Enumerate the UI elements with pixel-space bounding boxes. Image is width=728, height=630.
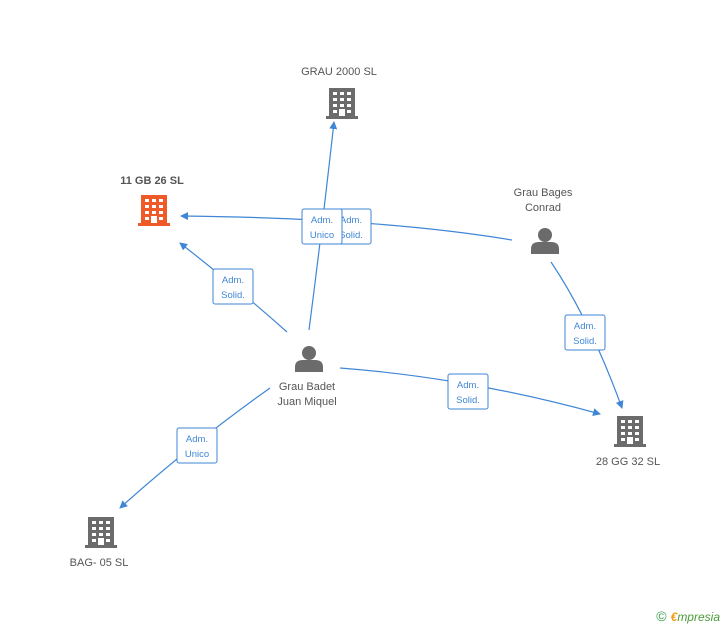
edge-label-badet-grau2000[interactable]: Adm. Unico: [301, 208, 343, 245]
empresia-watermark: ©€mpresia: [656, 608, 720, 624]
node-bag05[interactable]: BAG- 05 SL: [70, 517, 129, 569]
person-label-line1: Grau Bages: [514, 187, 573, 199]
edge-label-line1: Adm.: [574, 321, 596, 332]
edge-label-line1: Adm.: [311, 215, 333, 226]
node-grau-bages[interactable]: Grau Bages Conrad: [514, 187, 573, 254]
edge-label-line1: Adm.: [340, 215, 362, 226]
company-label: BAG- 05 SL: [70, 557, 129, 569]
edge-label-line1: Adm.: [457, 380, 479, 391]
edge-label-line2: Unico: [310, 230, 334, 241]
brand-name: mpresia: [677, 610, 720, 624]
edge-label-line1: Adm.: [222, 275, 244, 286]
node-gg32[interactable]: 28 GG 32 SL: [596, 416, 660, 468]
company-label: GRAU 2000 SL: [301, 66, 377, 78]
edge-label-bages-gg32[interactable]: Adm. Solid.: [564, 314, 606, 351]
building-icon: [138, 195, 170, 226]
edge-label-badet-gb26[interactable]: Adm. Solid.: [212, 268, 254, 305]
edge-label-line2: Solid.: [339, 230, 363, 241]
edge-label-line2: Solid.: [456, 395, 480, 406]
edge-label-badet-bag05[interactable]: Adm. Unico: [176, 427, 218, 464]
node-grau2000[interactable]: GRAU 2000 SL: [301, 66, 377, 119]
building-icon: [326, 88, 358, 119]
brand-e-logo: €: [670, 610, 678, 624]
building-icon: [614, 416, 646, 447]
company-label: 11 GB 26 SL: [120, 175, 184, 187]
copyright-symbol: ©: [656, 608, 667, 624]
person-label-line2: Conrad: [525, 202, 561, 214]
node-grau-badet[interactable]: Grau Badet Juan Miquel: [277, 346, 337, 408]
edge-label-line2: Solid.: [573, 336, 597, 347]
person-icon: [295, 346, 323, 372]
company-label: 28 GG 32 SL: [596, 456, 660, 468]
person-icon: [531, 228, 559, 254]
edge-label-line1: Adm.: [186, 434, 208, 445]
person-label-line2: Juan Miquel: [277, 396, 336, 408]
person-label-line1: Grau Badet: [279, 381, 335, 393]
edge-label-line2: Solid.: [221, 290, 245, 301]
edge-label-badet-gg32[interactable]: Adm. Solid.: [447, 373, 489, 410]
node-gb26[interactable]: 11 GB 26 SL: [120, 175, 184, 226]
edge-label-line2: Unico: [185, 449, 209, 460]
building-icon: [85, 517, 117, 548]
